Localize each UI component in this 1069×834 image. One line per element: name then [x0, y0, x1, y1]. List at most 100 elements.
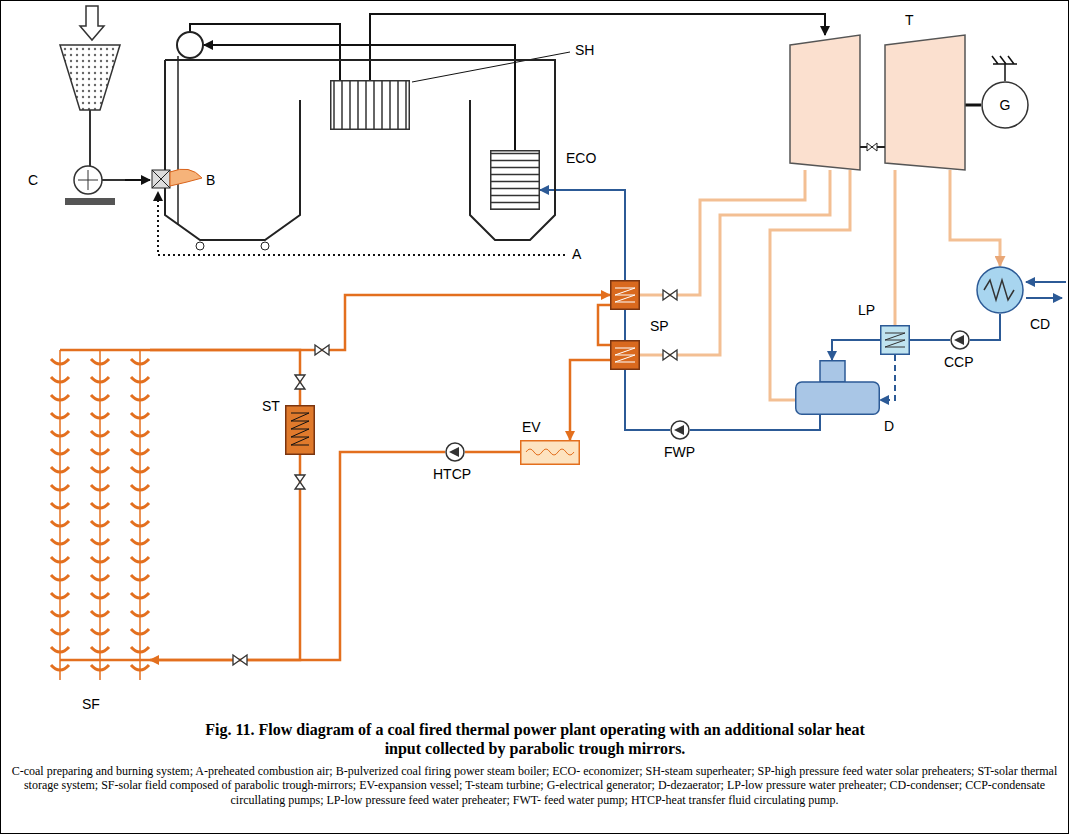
line-stroke — [91, 539, 109, 544]
component-symbol — [880, 325, 910, 355]
line-stroke — [984, 280, 1014, 300]
line-stroke — [526, 449, 574, 455]
steam-boiler: BSHECO — [150, 20, 560, 265]
component-symbol — [790, 35, 965, 170]
shape-rect — [491, 151, 540, 210]
line-stroke — [91, 647, 109, 652]
component-label: CD — [1030, 316, 1050, 332]
line-stroke — [91, 665, 109, 670]
line-stroke — [131, 647, 149, 652]
line-stroke — [131, 611, 149, 616]
line-stroke — [131, 395, 149, 400]
shape-rect — [65, 198, 115, 205]
solar-preheater: SP — [610, 280, 640, 370]
component-symbol — [520, 440, 580, 465]
component-label: ECO — [566, 150, 596, 166]
line-stroke — [91, 467, 109, 472]
component-label: SP — [650, 318, 669, 334]
component-symbol — [976, 266, 1024, 314]
valve-symbol — [315, 345, 329, 355]
shape-polygon — [790, 35, 860, 170]
shape-rect — [152, 170, 170, 188]
pipe-connector — [150, 350, 300, 405]
circulating-pump: HTCP — [445, 442, 465, 462]
pipe-connector — [465, 451, 520, 454]
feed-water-pump: FWP — [670, 420, 690, 440]
line-stroke — [60, 350, 150, 660]
line-stroke — [165, 60, 555, 240]
line-stroke — [51, 413, 69, 418]
caption-holder: Fig. 11. Flow diagram of a coal fired th… — [185, 720, 885, 758]
shape-circle — [446, 443, 464, 461]
shape-rect — [331, 81, 410, 130]
line-stroke — [131, 665, 149, 670]
line-stroke — [615, 288, 635, 362]
line-stroke — [51, 593, 69, 598]
line-stroke — [91, 575, 109, 580]
shape-circle — [261, 242, 269, 250]
line-stroke — [131, 503, 149, 508]
line-stroke — [51, 377, 69, 382]
pipe-connector — [640, 170, 805, 295]
pipe-connector — [950, 170, 1000, 266]
line-stroke — [131, 431, 149, 436]
component-symbol — [50, 40, 125, 215]
pipe-connector — [370, 14, 825, 80]
pipe-connector — [540, 190, 625, 280]
line-stroke — [91, 503, 109, 508]
component-label: B — [206, 172, 215, 188]
shape-circle — [977, 267, 1023, 313]
line-stroke — [291, 413, 309, 445]
line-stroke — [91, 377, 109, 382]
line-stroke — [51, 521, 69, 526]
pipe-connector — [150, 295, 610, 350]
thermal-storage: ST — [285, 405, 315, 455]
valve-symbol — [295, 375, 305, 389]
water-pipe — [624, 310, 626, 340]
component-symbol — [285, 405, 315, 455]
shape-circle — [671, 421, 689, 439]
key-text: C-coal preparing and burning system; A-p… — [10, 764, 1059, 807]
line-stroke — [165, 60, 300, 240]
generator: G — [981, 81, 1029, 129]
steam-turbine: T — [790, 35, 965, 170]
line-stroke — [131, 575, 149, 580]
shape-polygon — [60, 45, 120, 110]
line-stroke — [449, 447, 459, 457]
pipe-connector — [965, 104, 981, 107]
component-symbol — [45, 345, 150, 690]
pipe-connector — [894, 170, 897, 325]
line-stroke — [131, 449, 149, 454]
component-label: G — [981, 81, 1029, 129]
shape-circle — [982, 82, 1028, 128]
line-stroke — [885, 333, 905, 347]
pipe-connector — [690, 415, 820, 430]
boiler-pipe — [190, 24, 340, 80]
line-stroke — [51, 611, 69, 616]
line-stroke — [177, 56, 179, 225]
line-stroke — [131, 557, 149, 562]
pipe-connector — [970, 314, 1000, 340]
deaerator: D — [795, 360, 880, 415]
component-label: SH — [575, 42, 594, 58]
line-stroke — [131, 377, 149, 382]
component-label: LP — [858, 302, 875, 318]
component-symbol — [330, 80, 410, 130]
component-label: C — [28, 172, 38, 188]
shape-circle — [177, 32, 203, 58]
line-stroke — [51, 431, 69, 436]
valve-symbol — [233, 655, 247, 665]
component-symbol — [670, 420, 690, 440]
line-stroke — [170, 169, 202, 186]
line-stroke — [51, 467, 69, 472]
line-stroke — [91, 395, 109, 400]
line-stroke — [51, 575, 69, 580]
coal-input-arrow — [80, 6, 104, 40]
pipe-connector — [570, 360, 610, 440]
pipe-connector — [125, 179, 150, 181]
shape-rect — [286, 406, 315, 455]
feed-water-heater: LP — [880, 325, 910, 355]
line-stroke — [91, 413, 109, 418]
